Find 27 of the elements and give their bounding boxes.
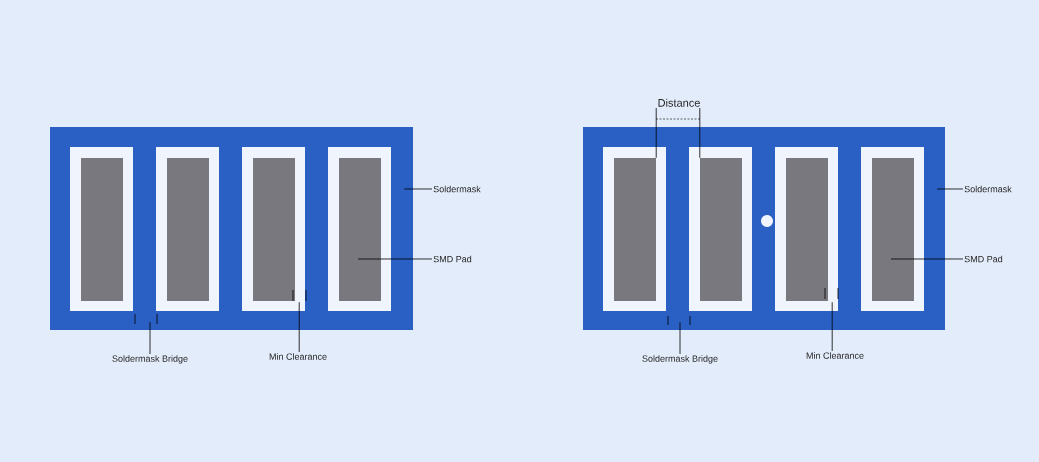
leader-line bbox=[936, 188, 964, 190]
leader-line bbox=[831, 301, 833, 352]
smd-pad bbox=[786, 158, 828, 301]
leader-label: Min Clearance bbox=[269, 353, 327, 360]
leader-label: Min Clearance bbox=[806, 352, 864, 359]
leader-label: Distance bbox=[658, 98, 700, 107]
smd-pad bbox=[872, 158, 914, 301]
leader-line bbox=[679, 321, 681, 355]
smd-pad bbox=[253, 158, 295, 301]
leader-line bbox=[357, 258, 433, 260]
smd-pad bbox=[81, 158, 123, 301]
leader-label: Soldermask bbox=[433, 185, 481, 193]
leader-line bbox=[149, 321, 151, 355]
leader-label: Soldermask bbox=[964, 185, 1012, 193]
leader-line bbox=[298, 301, 300, 353]
smd-pad bbox=[167, 158, 209, 301]
leader-label: Soldermask Bridge bbox=[642, 355, 718, 364]
smd-pad bbox=[700, 158, 742, 301]
leader-label: SMD Pad bbox=[964, 255, 1003, 263]
leader-line bbox=[699, 107, 701, 159]
leader-label: SMD Pad bbox=[433, 255, 472, 263]
leader-line bbox=[655, 107, 657, 159]
leader-label: Soldermask Bridge bbox=[112, 355, 188, 364]
leader-line bbox=[890, 258, 964, 260]
leader-line bbox=[403, 188, 433, 190]
smd-pad bbox=[339, 158, 381, 301]
smd-pad bbox=[614, 158, 656, 301]
